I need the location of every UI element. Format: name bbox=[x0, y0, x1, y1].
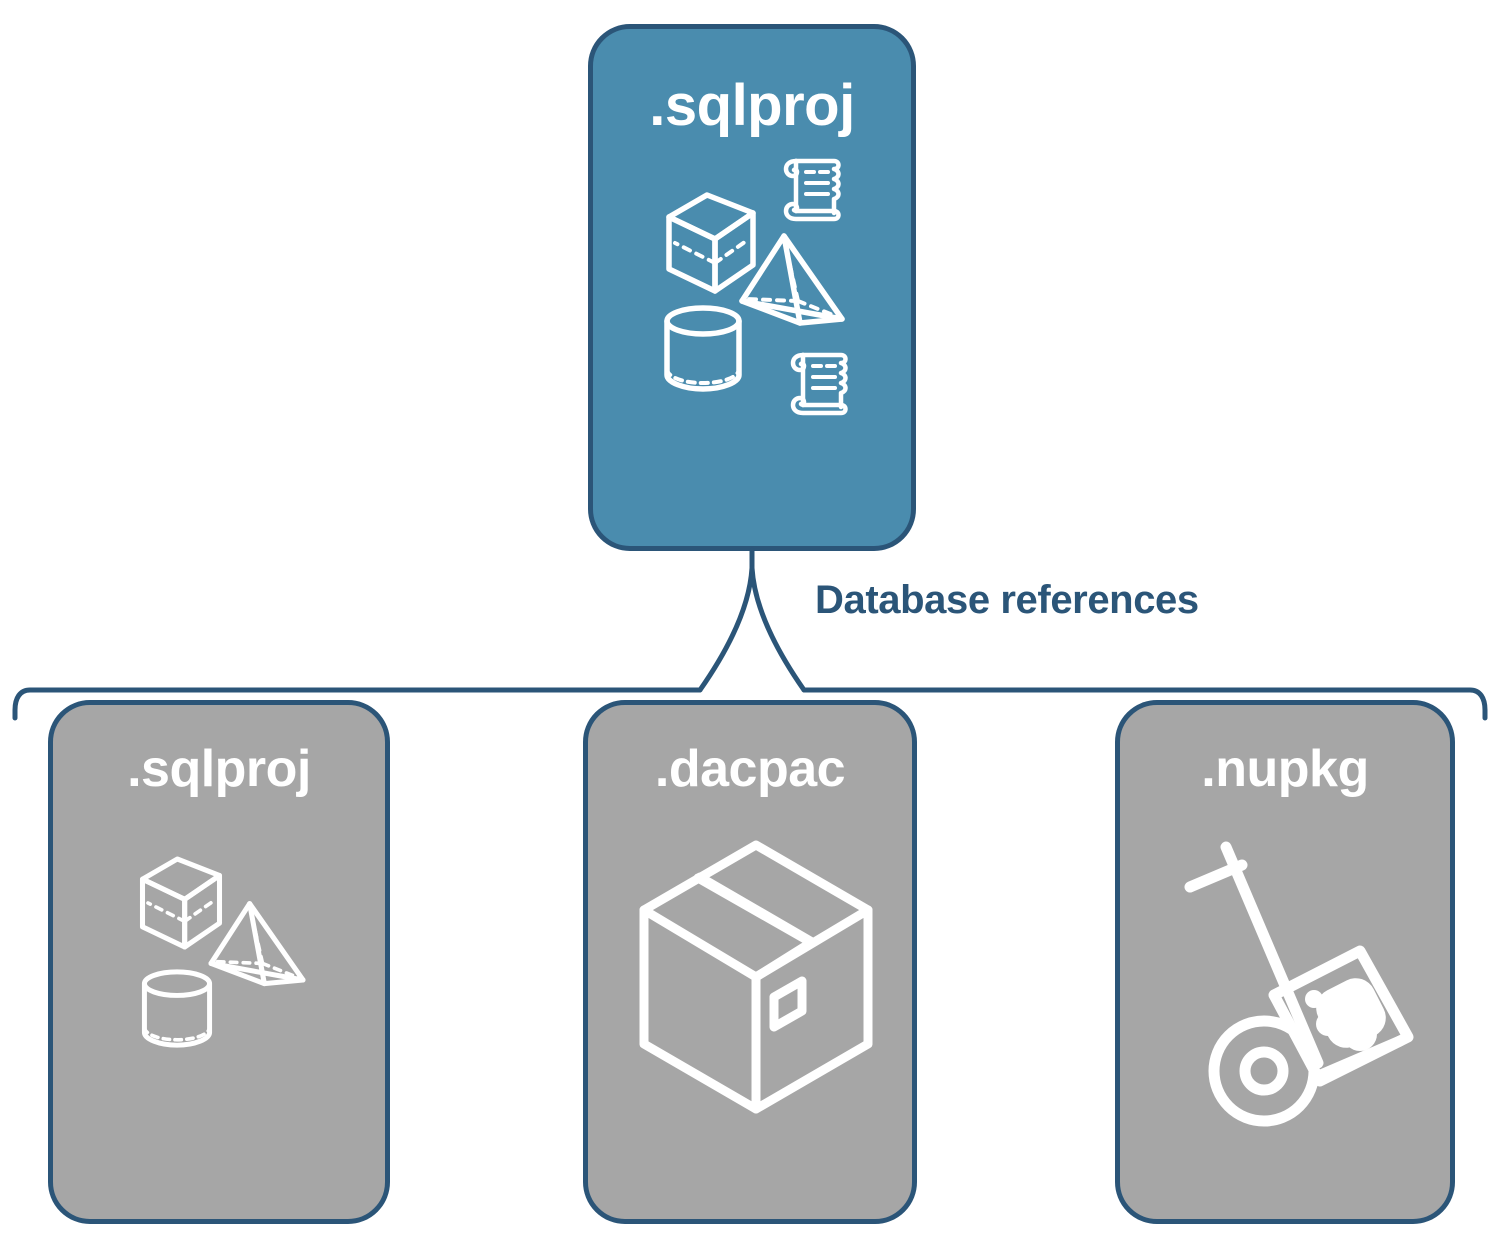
node-sqlproj-icon-group bbox=[53, 795, 385, 1219]
scroll-icon bbox=[783, 158, 841, 222]
connector-caption-label: Database references bbox=[815, 578, 1199, 622]
hand-truck-icon bbox=[1184, 841, 1414, 1127]
cylinder-icon bbox=[141, 969, 213, 1048]
node-reference-dacpac[interactable]: .dacpac bbox=[583, 700, 917, 1224]
node-reference-sqlproj[interactable]: .sqlproj bbox=[48, 700, 390, 1224]
cylinder-icon bbox=[664, 305, 742, 392]
cube-icon bbox=[139, 856, 223, 950]
package-box-icon bbox=[639, 840, 873, 1114]
pyramid-icon bbox=[208, 901, 306, 987]
node-reference-nupkg[interactable]: .nupkg bbox=[1115, 700, 1455, 1224]
node-nupkg-icon-group bbox=[1120, 795, 1450, 1219]
node-nupkg-label: .nupkg bbox=[1201, 740, 1369, 798]
node-root-icon-group bbox=[593, 143, 911, 546]
cube-icon bbox=[666, 192, 756, 294]
node-root-sqlproj[interactable]: .sqlproj bbox=[588, 24, 916, 551]
node-dacpac-icon-group bbox=[588, 795, 912, 1219]
pyramid-icon bbox=[739, 233, 845, 326]
node-dacpac-label: .dacpac bbox=[654, 740, 846, 798]
node-sqlproj-label: .sqlproj bbox=[127, 740, 311, 798]
scroll-icon bbox=[790, 352, 848, 416]
node-root-label: .sqlproj bbox=[649, 73, 855, 138]
